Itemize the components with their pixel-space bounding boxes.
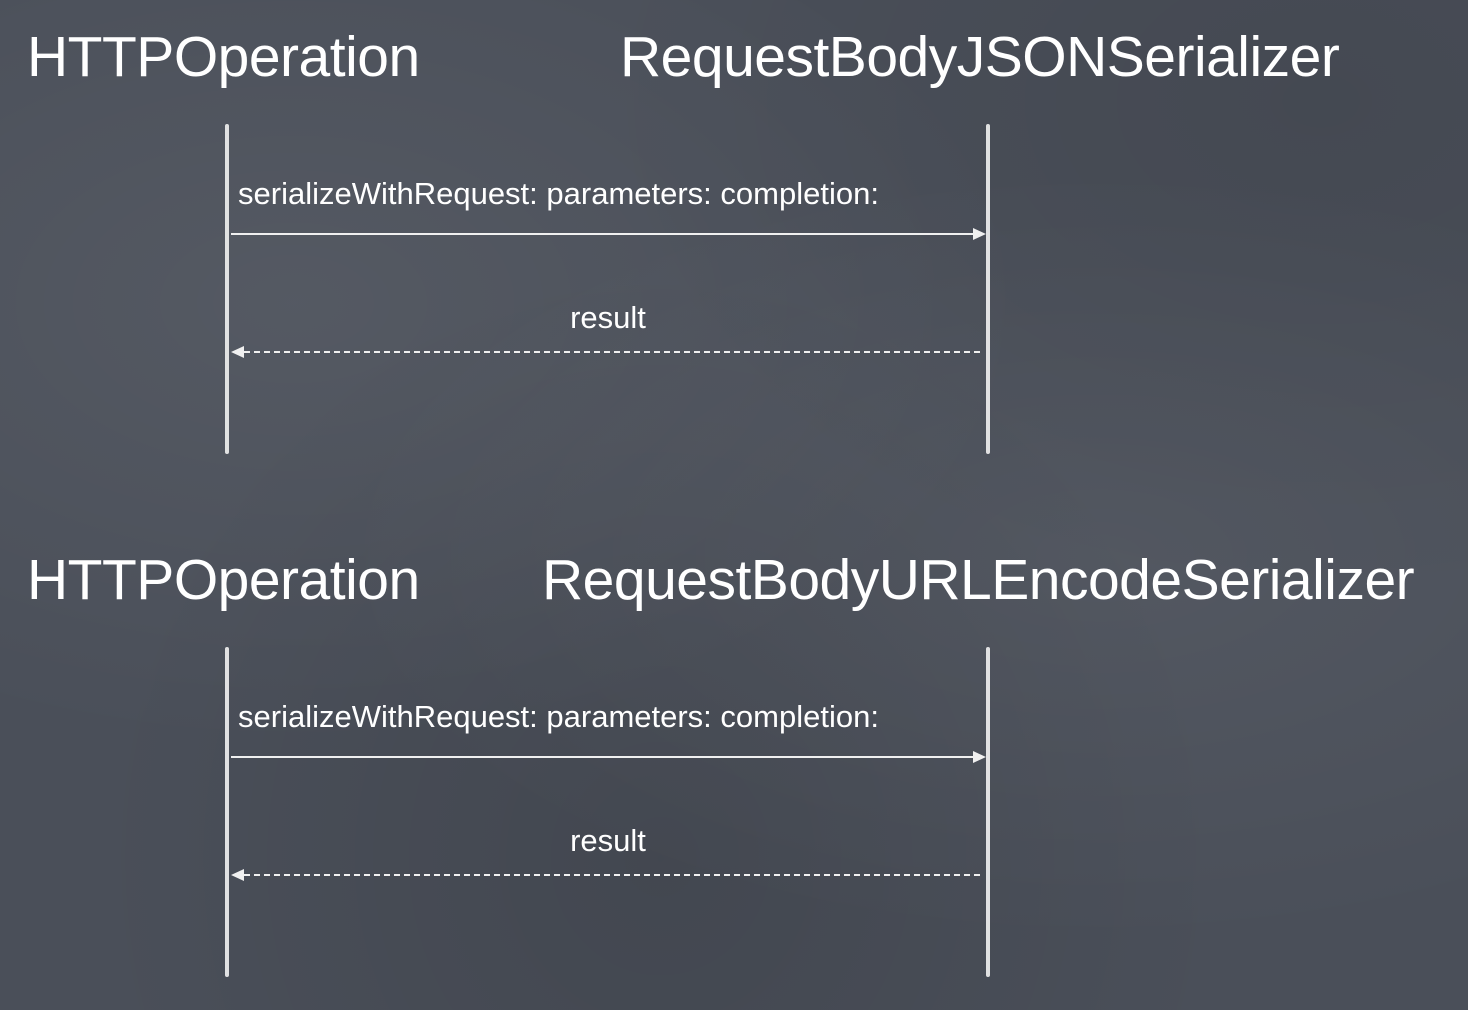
return-arrow — [231, 346, 984, 358]
lifeline-right — [986, 647, 990, 977]
call-message-label: serializeWithRequest: parameters: comple… — [238, 699, 879, 734]
participant-left-label: HTTPOperation — [27, 25, 420, 89]
sequence-diagram-json: HTTPOperation RequestBodyJSONSerializer … — [0, 0, 1468, 470]
message-arrows — [231, 751, 986, 881]
call-arrow — [231, 751, 986, 763]
return-arrow — [231, 869, 984, 881]
lifeline-left — [225, 647, 229, 977]
lifeline-left — [225, 124, 229, 454]
participant-right-label: RequestBodyJSONSerializer — [620, 25, 1340, 89]
call-arrow — [231, 228, 986, 240]
lifeline-right — [986, 124, 990, 454]
call-message-label: serializeWithRequest: parameters: comple… — [238, 176, 879, 211]
return-message-label: result — [570, 823, 646, 858]
participant-right-label: RequestBodyURLEncodeSerializer — [542, 548, 1415, 612]
sequence-diagram-urlencode: HTTPOperation RequestBodyURLEncodeSerial… — [0, 523, 1468, 993]
message-arrows — [231, 228, 986, 358]
return-message-label: result — [570, 300, 646, 335]
participant-left-label: HTTPOperation — [27, 548, 420, 612]
